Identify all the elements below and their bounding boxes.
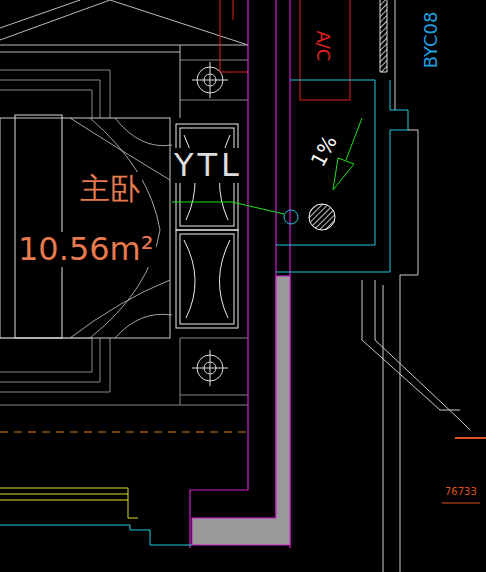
wall xyxy=(190,0,290,548)
drain-pipe xyxy=(309,204,335,230)
furniture-outline xyxy=(0,60,248,405)
wall-section xyxy=(192,276,290,545)
dimension: 76733 xyxy=(443,486,479,497)
dashed-line xyxy=(0,432,248,433)
floor-line xyxy=(0,488,138,518)
ac-label: A/C xyxy=(314,28,334,63)
slope-arrow xyxy=(333,118,362,190)
railing-hatch xyxy=(380,0,387,72)
leader xyxy=(442,438,486,503)
component-code: BYC08 xyxy=(421,9,441,70)
balcony-edge xyxy=(0,80,408,545)
railing xyxy=(380,0,387,72)
swing-arcs xyxy=(70,118,172,338)
floor-drain xyxy=(284,210,298,224)
ac-unit xyxy=(220,0,350,100)
room-name: 主卧 xyxy=(78,172,142,205)
lamp-symbol xyxy=(192,62,228,386)
leader-line xyxy=(172,202,284,214)
slope-value: 1% xyxy=(306,130,342,172)
bed xyxy=(0,115,170,338)
unit-code: YTL xyxy=(172,148,245,183)
room-area: 10.56m² xyxy=(16,232,156,267)
roof-lines xyxy=(0,0,248,118)
